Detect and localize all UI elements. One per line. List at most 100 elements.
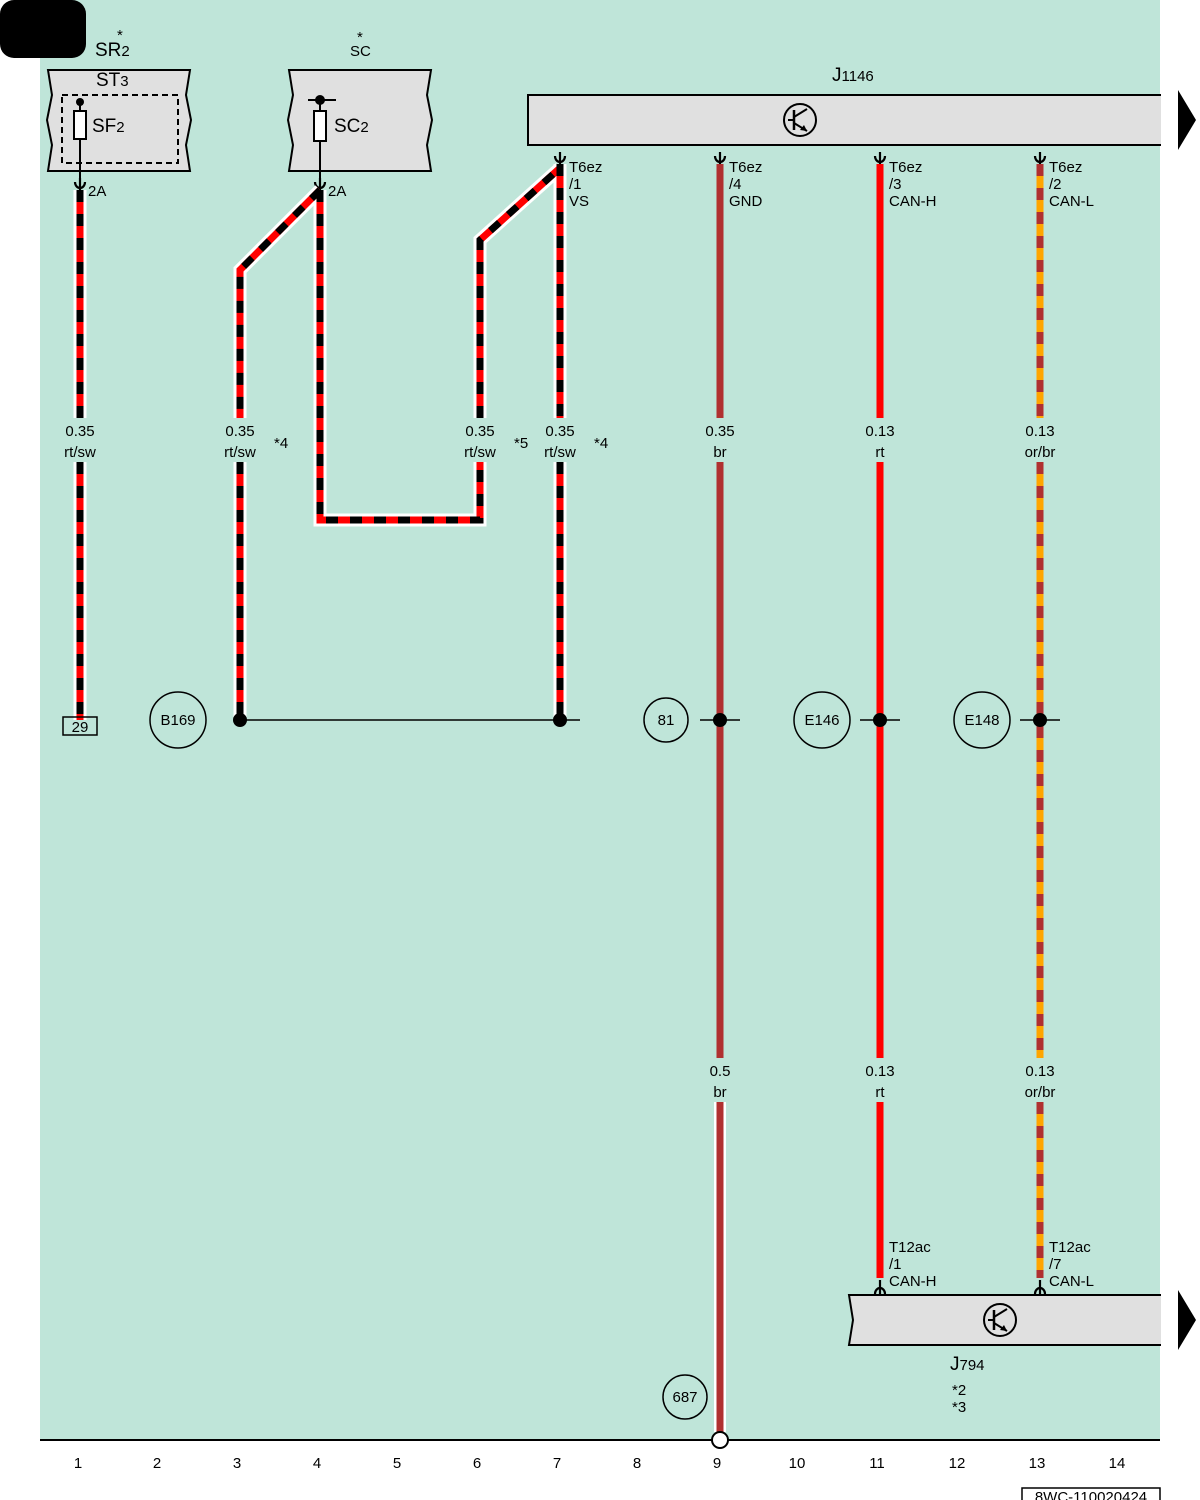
star-sc: * [357, 29, 363, 46]
junction-dot-7 [553, 713, 567, 727]
ref-e148: E148 [964, 712, 999, 729]
axis-number-1: 1 [74, 1455, 82, 1472]
junction-dot-11 [873, 713, 887, 727]
pin-j794-7-hook [1033, 1280, 1047, 1296]
terminal-29-label: 29 [72, 719, 89, 736]
axis-number-13: 13 [1029, 1455, 1046, 1472]
label-sc: SC [350, 43, 371, 60]
wire-7-note: *4 [594, 435, 608, 452]
wire-rt-sw-group [76, 164, 564, 720]
junction-dot-3 [233, 713, 247, 727]
component-j1146-box [527, 94, 1169, 146]
diagram-background [40, 0, 1160, 1440]
label-j1146: J1146 [832, 65, 874, 86]
axis-number-12: 12 [949, 1455, 966, 1472]
transistor-icon-j794 [983, 1303, 1017, 1337]
j1146-right-cover [1161, 90, 1173, 150]
wire-9a-size: 0.35 [705, 423, 734, 440]
ref-81: 81 [658, 712, 675, 729]
wire-3-upper [236, 187, 323, 418]
wire-6-upper-dash [476, 165, 563, 418]
wire-3-size: 0.35 [225, 423, 254, 440]
note-j794-2: *3 [952, 1399, 966, 1416]
star-sr2: * [117, 27, 123, 44]
axis-number-7: 7 [553, 1455, 561, 1472]
wire-13b-color: or/br [1025, 1084, 1056, 1101]
ref-687: 687 [672, 1389, 697, 1406]
arrow-right-j794 [1178, 1290, 1196, 1350]
rating-sc2: 2A [328, 183, 346, 200]
wire-1-size: 0.35 [65, 423, 94, 440]
wire-3-color: rt/sw [224, 444, 256, 461]
junction-dot-9 [713, 713, 727, 727]
ground-terminal-9 [711, 1431, 729, 1449]
wire-6-note: *5 [514, 435, 528, 452]
ref-b169: B169 [160, 712, 195, 729]
component-sc-box [286, 69, 434, 172]
ref-e146: E146 [804, 712, 839, 729]
label-sc2: SC2 [334, 116, 369, 137]
axis-number-11: 11 [869, 1455, 885, 1472]
component-j794-box [847, 1294, 1169, 1346]
wire-11b-color: rt [875, 1084, 885, 1101]
ref-circle-687 [662, 1374, 708, 1420]
axis-number-9: 9 [713, 1455, 721, 1472]
rating-sf2: 2A [88, 183, 106, 200]
wire-3-note: *4 [274, 435, 288, 452]
wire-11a-size: 0.13 [865, 423, 894, 440]
axis-numbers: 1 2 3 4 5 6 7 8 9 10 11 12 13 14 [74, 1455, 1126, 1472]
axis-number-10: 10 [789, 1455, 806, 1472]
j794-right-cover [1161, 1290, 1173, 1350]
fuse-sf2-icon [73, 110, 87, 140]
axis-number-3: 3 [233, 1455, 241, 1472]
wire-7-color: rt/sw [544, 444, 576, 461]
fuse-sc2-dot [315, 95, 325, 105]
wire-6-color: rt/sw [464, 444, 496, 461]
doc-code-box [1021, 1487, 1161, 1500]
wire-13b-size: 0.13 [1025, 1063, 1054, 1080]
pin-j794-1-hook [873, 1280, 887, 1296]
note-j794-1: *2 [952, 1382, 966, 1399]
terminal-29-box [62, 716, 98, 736]
fuse-sf2-dashed-box [61, 94, 179, 164]
wire-1-color: rt/sw [64, 444, 96, 461]
ref-circle-81 [643, 697, 689, 743]
wire-6-size: 0.35 [465, 423, 494, 440]
axis-number-14: 14 [1109, 1455, 1126, 1472]
label-sf2: SF2 [92, 116, 125, 137]
axis-number-8: 8 [633, 1455, 641, 1472]
wire-4-6-loop-dash [316, 190, 484, 524]
fuse-sf2-dot [76, 98, 84, 106]
ref-circle-b169 [149, 691, 207, 749]
label-j794: J794 [950, 1354, 985, 1375]
wire-11a-color: rt [875, 444, 885, 461]
fuse-sc2-icon [313, 110, 327, 142]
wire-9b-size: 0.5 [710, 1063, 731, 1080]
wire-9a-color: br [713, 444, 726, 461]
wire-9b-color: br [713, 1084, 726, 1101]
arrow-right-j1146 [1178, 90, 1196, 150]
page-marker-tab [0, 0, 86, 58]
axis-number-5: 5 [393, 1455, 401, 1472]
junction-dot-13 [1033, 713, 1047, 727]
ref-circle-e148 [953, 691, 1011, 749]
label-st3: ST3 [96, 70, 129, 91]
wire-13a-color: or/br [1025, 444, 1056, 461]
axis-number-6: 6 [473, 1455, 481, 1472]
wire-7-size: 0.35 [545, 423, 574, 440]
axis-number-4: 4 [313, 1455, 321, 1472]
axis-number-2: 2 [153, 1455, 161, 1472]
transistor-icon-j1146 [783, 103, 817, 137]
wire-11b-size: 0.13 [865, 1063, 894, 1080]
wire-13a-size: 0.13 [1025, 423, 1054, 440]
doc-code: 8WC-110020424 [1035, 1489, 1147, 1500]
label-sr2: SR2 [95, 40, 130, 61]
ref-circle-e146 [793, 691, 851, 749]
